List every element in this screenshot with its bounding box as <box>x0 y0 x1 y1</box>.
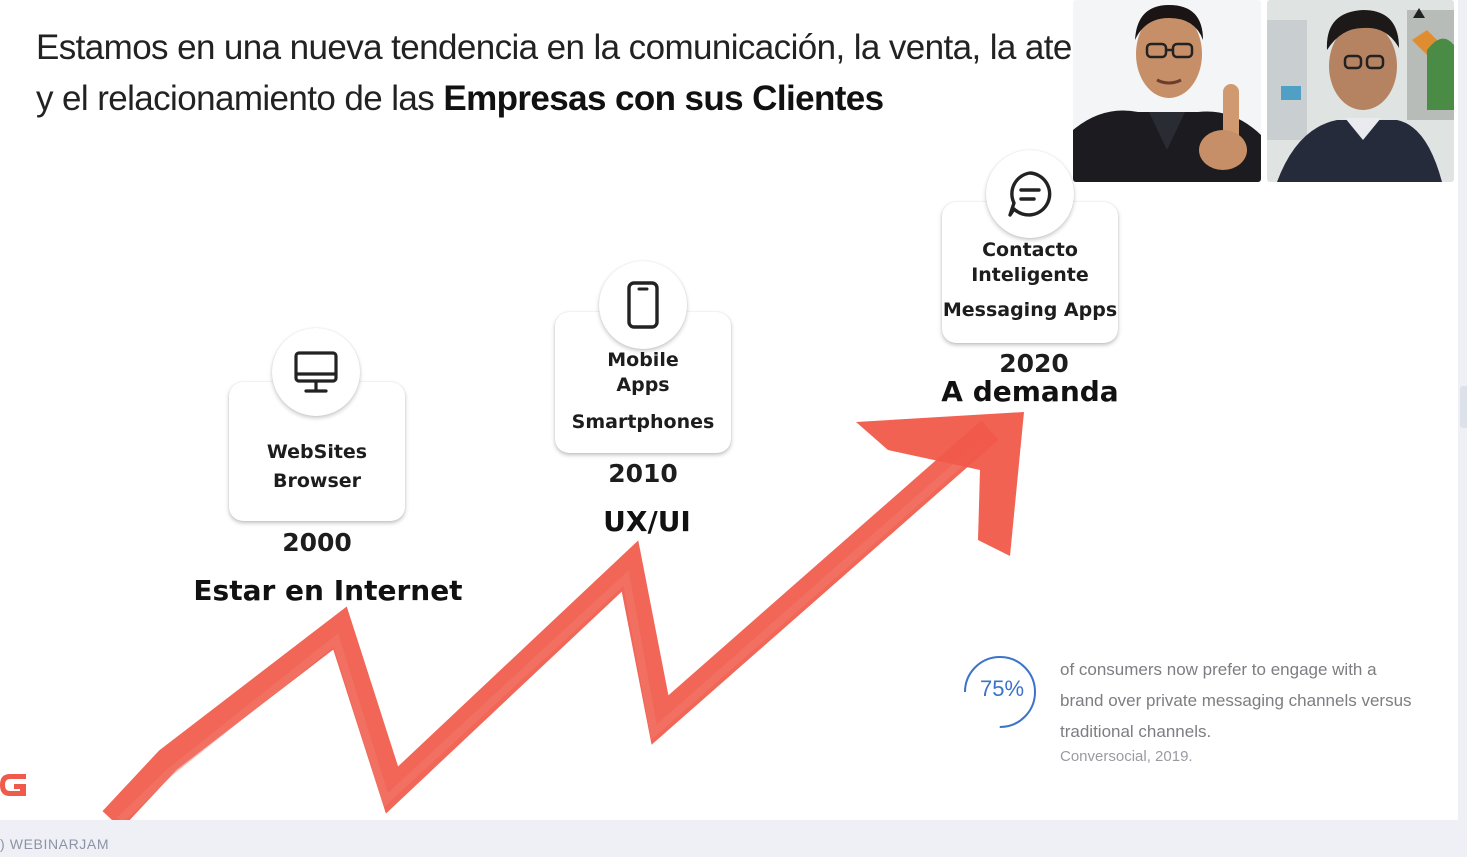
timeline-card-contacto: Contacto Inteligente Messaging Apps <box>942 202 1118 343</box>
stat-percentage: 75% <box>979 676 1025 701</box>
chat-bubble-icon-badge <box>986 150 1074 238</box>
headline-line-2-bold: Empresas con sus Clientes <box>443 79 884 118</box>
participant-1-image <box>1073 0 1261 182</box>
stat-line-1: of consumers now prefer to engage with a <box>1060 660 1377 679</box>
year-2020: 2020 <box>999 349 1069 378</box>
smartphone-icon-badge <box>599 261 687 349</box>
card-title-line-2: Inteligente <box>971 264 1089 286</box>
card-title-line-1: Contacto <box>982 239 1078 261</box>
smartphone-icon <box>627 281 659 329</box>
year-2000: 2000 <box>282 528 352 557</box>
year-2010: 2010 <box>608 459 678 488</box>
chat-bubble-icon <box>1008 171 1052 217</box>
trend-arrow <box>102 412 1024 820</box>
participant-video-2[interactable] <box>1267 0 1454 182</box>
webinarjam-brand: ) WEBINARJAM <box>0 836 109 852</box>
card-title-line-1: Mobile <box>607 349 679 371</box>
card-title-line-1: WebSites <box>266 441 368 463</box>
headline-line-2-normal: y el relacionamiento de las <box>36 79 444 118</box>
caption-estar-en-internet: Estar en Internet <box>193 574 463 607</box>
caption-a-demanda: A demanda <box>941 375 1119 408</box>
card-sublabel: Smartphones <box>571 411 715 433</box>
headline-line-2: y el relacionamiento de las Empresas con… <box>36 73 1076 124</box>
monitor-icon <box>294 351 338 393</box>
monitor-icon-badge <box>272 328 360 416</box>
card-title-line-2: Apps <box>616 374 670 396</box>
stat-source: Conversocial, 2019. <box>1060 748 1193 765</box>
stat-line-3: traditional channels. <box>1060 722 1212 741</box>
slide-headline: Estamos en una nueva tendencia en la com… <box>36 22 1076 124</box>
participant-video-1[interactable] <box>1073 0 1261 182</box>
brand-logo-mark <box>0 774 26 796</box>
card-title-line-2: Browser <box>272 470 362 492</box>
brand-label: WEBINARJAM <box>9 836 110 852</box>
stat-progress-ring <box>964 656 1036 728</box>
participant-2-image <box>1267 0 1454 182</box>
timeline-card-mobile: Mobile Apps Smartphones <box>555 312 731 453</box>
stat-line-2: brand over private messaging channels ve… <box>1060 691 1412 710</box>
stat-description: of consumers now prefer to engage with a… <box>1060 654 1450 747</box>
side-panel-handle[interactable] <box>1460 386 1467 428</box>
caption-ux-ui: UX/UI <box>603 505 691 538</box>
headline-line-1: Estamos en una nueva tendencia en la com… <box>36 28 1072 67</box>
card-sublabel: Messaging Apps <box>942 299 1118 321</box>
webinarjam-logo-icon: ) <box>0 836 10 852</box>
